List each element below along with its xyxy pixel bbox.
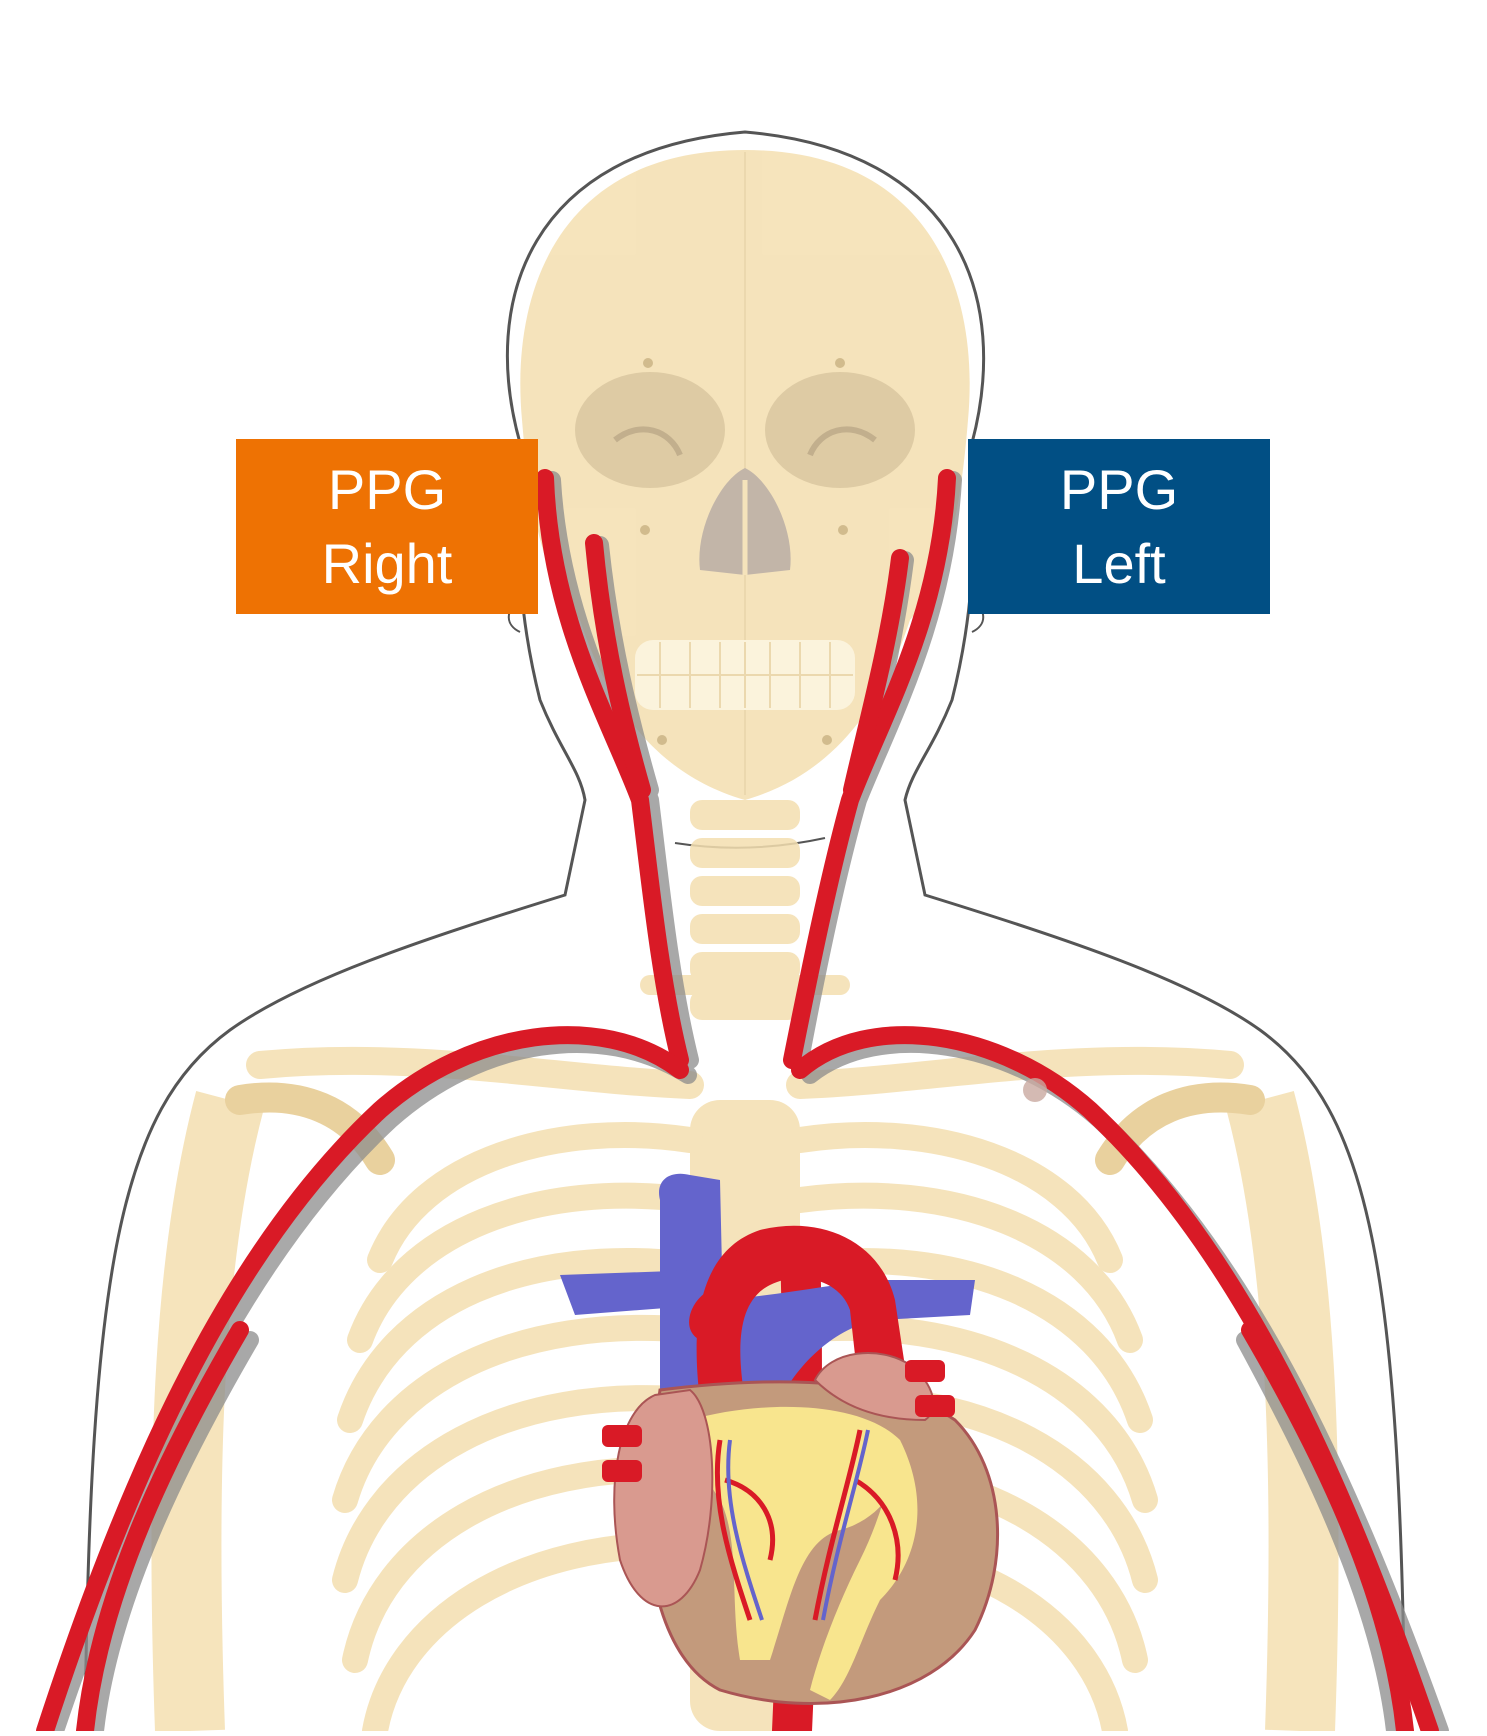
ppg-left-line1: PPG — [1060, 453, 1178, 527]
ppg-right-line1: PPG — [328, 453, 446, 527]
right-atrium — [614, 1390, 712, 1606]
heart — [602, 1353, 998, 1704]
ppg-left-line2: Left — [1072, 527, 1165, 601]
ppg-right-label: PPG Right — [236, 439, 538, 614]
ppg-right-line2: Right — [322, 527, 453, 601]
ppg-left-label: PPG Left — [968, 439, 1270, 614]
